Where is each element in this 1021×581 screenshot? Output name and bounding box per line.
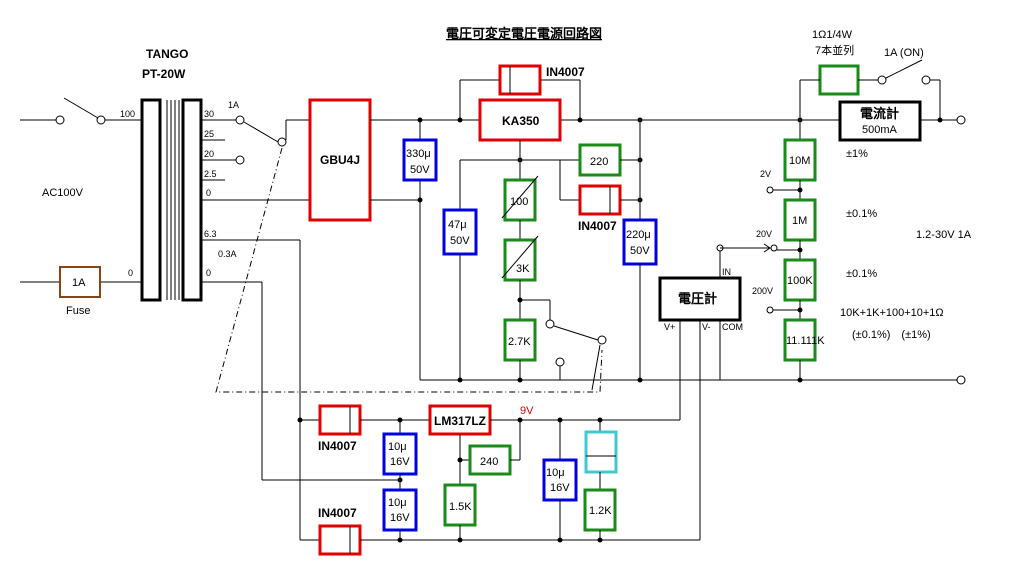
vm-in-label: IN (722, 267, 731, 277)
diode-mid-label: IN4007 (578, 219, 617, 233)
cap-330-voltage: 50V (410, 164, 430, 176)
vm-vplus-label: V+ (664, 322, 675, 332)
vm-com-label: COM (722, 322, 743, 332)
r-10m-label: 10M (789, 155, 810, 167)
regulator-ka350: KA350 (459, 98, 562, 210)
bridge-label: GBU4J (320, 153, 360, 167)
tap-0-secondary: 0 (206, 188, 211, 198)
r-100k-label: 100K (787, 275, 813, 287)
aux-voltage-label: 9V (520, 405, 534, 417)
r-3k-label: 3K (516, 263, 530, 275)
transformer: TANGO PT-20W 100 0 30 25 20 2.5 0 6.3 0.… (120, 47, 237, 302)
tap-20: 20 (204, 149, 214, 159)
cap-10b-voltage: 16V (390, 512, 410, 524)
diode-top-label: IN4007 (546, 65, 585, 79)
ammeter-label: 電流計 (860, 106, 899, 122)
ac-input: AC100V (20, 97, 142, 283)
tap-30: 30 (204, 109, 214, 119)
range-2v: 2V (760, 169, 771, 179)
transformer-model: PT-20W (142, 67, 186, 81)
r-1m-label: 1M (792, 215, 807, 227)
r-11-111k-label: 11.111K (786, 335, 825, 347)
cap-10a-voltage: 16V (390, 456, 410, 468)
tolerance-100k: ±0.1% (846, 268, 877, 280)
r-100-label: 100 (510, 196, 528, 208)
tap-25: 25 (204, 129, 214, 139)
cap-220-voltage: 50V (630, 245, 650, 257)
switch-1a-label: 1A (228, 100, 239, 110)
range-20v: 20V (756, 229, 772, 239)
capacitor-220u: 220μ 50V (622, 218, 658, 380)
aux-supply: IN4007 10μ 16V 10μ 16V LM317LZ 9V 240 1.… (297, 320, 701, 556)
shunt-spec-1: 1Ω1/4W (812, 29, 853, 41)
cap-220-value: 220μ (626, 229, 651, 241)
cap-10c-value: 10μ (546, 467, 565, 479)
tolerance-1m: ±0.1% (846, 208, 877, 220)
cap-10b-value: 10μ (388, 497, 407, 509)
divider-chain: 10M 1M 100K 11.111K 2V 20V 200V ±1% ±0.1… (752, 138, 972, 380)
diode-aux2-label: IN4007 (318, 506, 357, 520)
regulator-main-label: KA350 (502, 114, 540, 128)
tap-0-aux: 0 (206, 268, 211, 278)
vm-vminus-label: V- (702, 322, 711, 332)
secondary-wiring: 1A (201, 100, 603, 540)
cap-47-voltage: 50V (450, 235, 470, 247)
tap-0-primary: 0 (128, 268, 133, 278)
tap-100: 100 (120, 109, 135, 119)
voltmeter-label: 電圧計 (678, 291, 717, 307)
r-1-2k-label: 1.2K (589, 505, 612, 517)
switch-on-label: 1A (ON) (884, 47, 924, 59)
r-1-5k-label: 1.5K (449, 501, 472, 513)
cap-47-value: 47μ (448, 219, 467, 231)
ammeter-section: 1Ω1/4W 7本並列 1A (ON) 電流計 500mA (799, 29, 941, 142)
adjust-chain: 100 3K 2.7K (501, 175, 607, 391)
output-spec: 1.2-30V 1A (916, 229, 972, 241)
capacitor-47u: 47μ 50V (442, 208, 478, 380)
divider-note-2: (±0.1%) (±1%) (852, 329, 931, 341)
fuse-label: Fuse (66, 305, 90, 317)
tap-6-3: 6.3 (204, 229, 217, 239)
tap-2-5: 2.5 (204, 169, 217, 179)
shunt-spec-2: 7本並列 (815, 43, 854, 57)
fuse-value: 1A (72, 277, 86, 289)
capacitor-330u: 330μ 50V (402, 138, 438, 182)
ammeter-range: 500mA (862, 124, 898, 136)
cap-330-value: 330μ (406, 148, 431, 160)
regulator-aux-label: LM317LZ (434, 414, 486, 428)
r-240-label: 240 (480, 456, 498, 468)
tap-0-3a: 0.3A (218, 249, 237, 259)
feedback-network: 220 IN4007 (559, 120, 643, 233)
diode-aux1-label: IN4007 (318, 439, 357, 453)
divider-note-1: 10K+1K+100+10+1Ω (840, 307, 944, 319)
transformer-maker: TANGO (146, 47, 188, 61)
r-220-label: 220 (590, 156, 608, 168)
diagram-title: 電圧可変定電圧電源回路図 (446, 26, 602, 42)
r-2-7k-label: 2.7K (508, 336, 531, 348)
cap-10a-value: 10μ (388, 441, 407, 453)
voltmeter: 電圧計 IN V+ V- COM (560, 243, 771, 421)
fuse: 1A Fuse (59, 266, 101, 317)
bridge-rectifier: GBU4J (308, 98, 372, 222)
ac-voltage-label: AC100V (42, 187, 84, 199)
diode-top: IN4007 (459, 64, 585, 120)
range-200v: 200V (752, 286, 773, 296)
cap-10c-voltage: 16V (550, 482, 570, 494)
tolerance-10m: ±1% (846, 148, 868, 160)
